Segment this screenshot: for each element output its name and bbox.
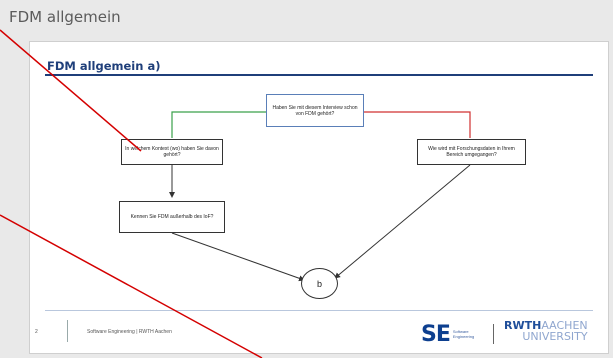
- no-branch-line: [364, 111, 471, 138]
- se-logo-subtext: Software Engineering: [453, 329, 474, 339]
- slide: FDM allgemein a) Haben Sie mit diesem In…: [29, 41, 609, 354]
- rwth-logo: RWTHAACHEN UNIVERSITY: [504, 320, 588, 342]
- rwth-logo-bold: RWTH: [504, 319, 542, 332]
- flow-box-question-top: Haben Sie mit diesem Interview schon von…: [266, 94, 364, 127]
- window-title: FDM allgemein: [9, 8, 121, 26]
- rwth-logo-light: AACHEN: [541, 319, 588, 332]
- rwth-logo-line2: UNIVERSITY: [522, 330, 588, 343]
- se-logo-mark: SE: [421, 321, 451, 347]
- logo-separator: [493, 324, 494, 344]
- se-logo: SE Software Engineering: [421, 321, 474, 347]
- flow-box-fdm-outside: Kennen Sie FDM außerhalb des IoF?: [119, 201, 225, 233]
- title-rule: [45, 74, 593, 76]
- flowchart-connectors: [169, 111, 471, 282]
- flow-box-context: In welchem Kontext (wo) haben Sie davon …: [121, 139, 223, 165]
- flow-end-node: b: [301, 268, 338, 299]
- footer-text: Software Engineering | RWTH Aachen: [87, 329, 172, 335]
- se-logo-subtext-line1: Software: [452, 329, 469, 334]
- flow-box-research-data: Wie wird mit Forschungsdaten in Ihrem Be…: [417, 139, 526, 165]
- page-number: 2: [35, 329, 38, 335]
- middle-to-end-arrow: [171, 232, 305, 282]
- footer-separator: [67, 320, 68, 342]
- right-to-end-arrow: [334, 164, 471, 279]
- yes-branch-line: [171, 111, 266, 138]
- rwth-logo-line1: RWTHAACHEN: [504, 320, 588, 331]
- footer-rule: [45, 310, 593, 311]
- se-logo-subtext-line2: Engineering: [452, 334, 475, 339]
